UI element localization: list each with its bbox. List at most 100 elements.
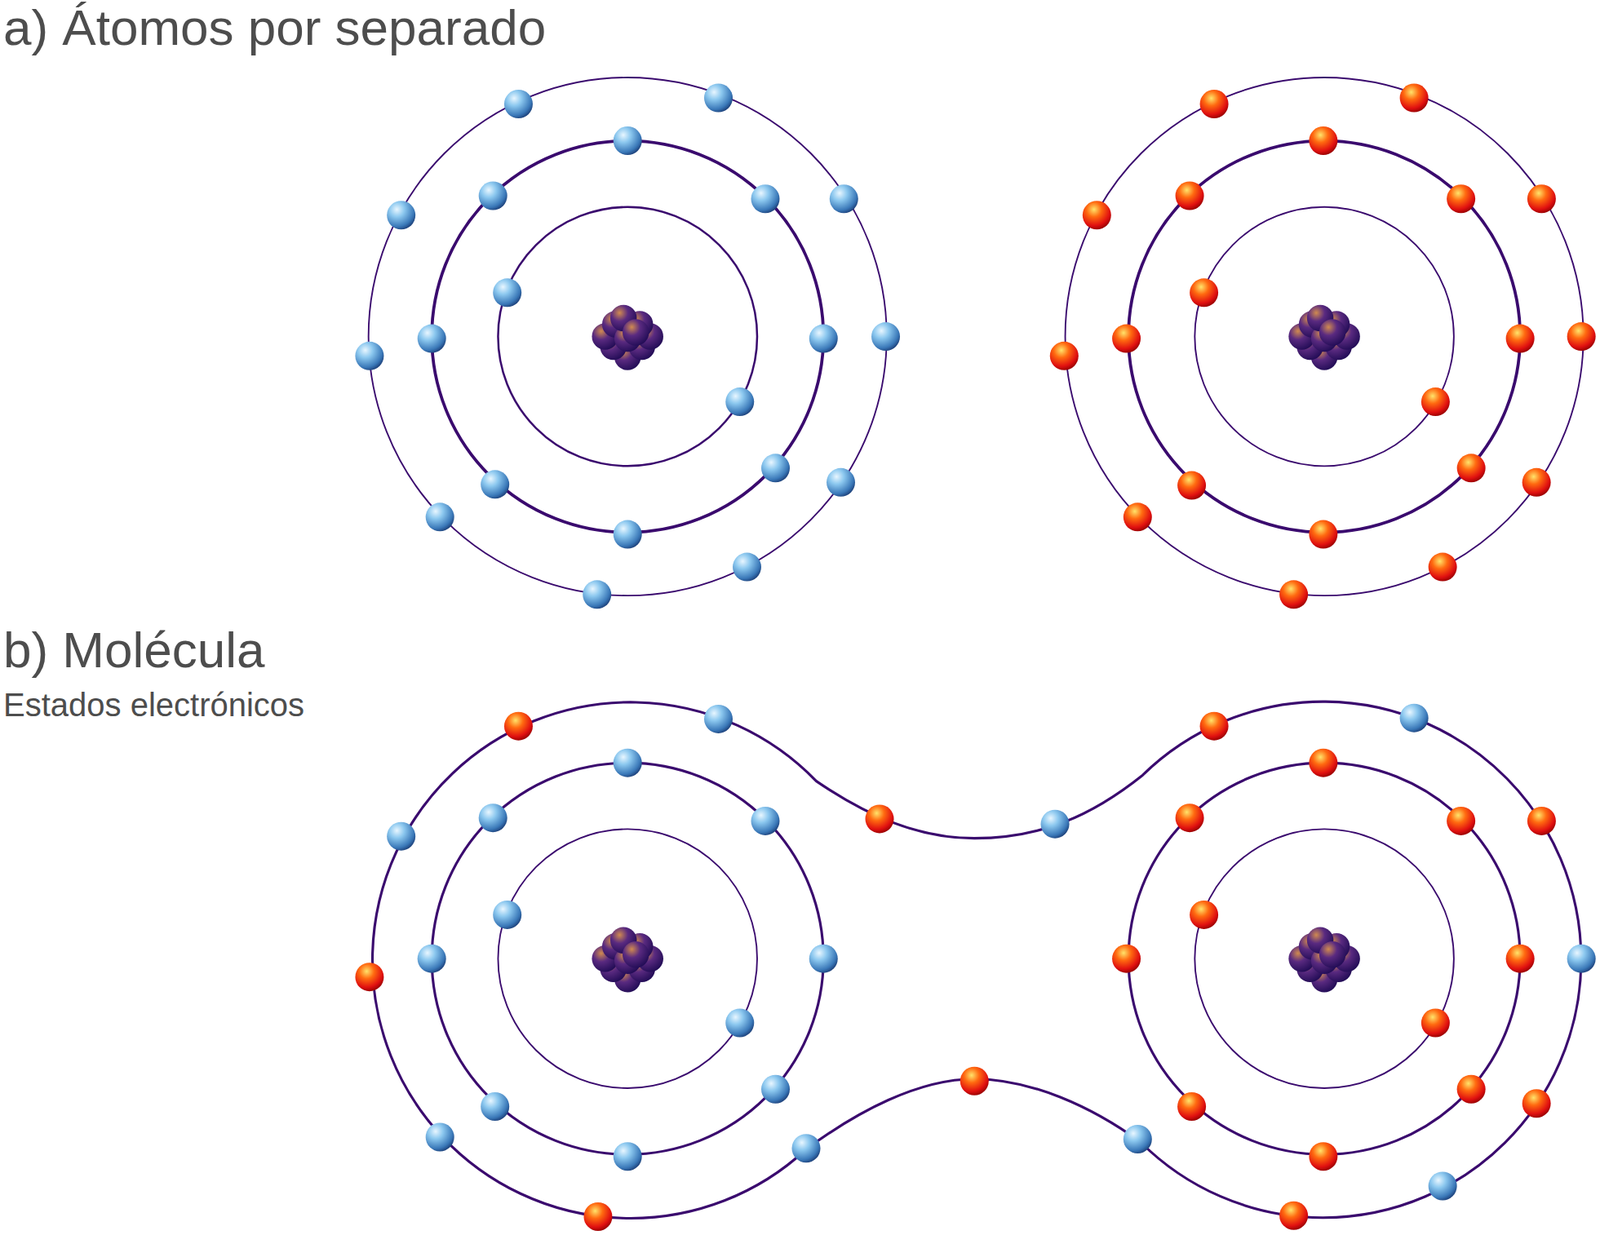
electron: [750, 184, 780, 213]
orbit: [431, 762, 824, 1155]
orbit: [1128, 141, 1521, 533]
electron: [417, 944, 447, 974]
electron: [1308, 520, 1338, 550]
electron: [1421, 1008, 1450, 1038]
nuclei: [591, 305, 1360, 993]
orbit: [431, 141, 824, 533]
electron: [613, 749, 643, 778]
electron: [354, 341, 384, 371]
orbit: [1194, 207, 1454, 467]
electron: [1421, 387, 1450, 417]
electron: [1308, 126, 1338, 156]
electron: [386, 822, 416, 851]
electron: [504, 89, 533, 119]
electron: [791, 1134, 820, 1163]
electron: [871, 322, 900, 351]
nucleon: [1319, 319, 1347, 346]
electron: [1082, 200, 1112, 230]
electron: [1527, 806, 1556, 836]
electron: [1522, 468, 1552, 497]
electron: [1400, 704, 1429, 733]
electron: [1050, 341, 1079, 371]
electron: [1506, 324, 1535, 354]
electron: [492, 900, 522, 930]
electron: [1567, 322, 1596, 351]
electron: [704, 84, 733, 113]
electron: [750, 806, 780, 836]
electron: [504, 712, 533, 741]
orbit: [1065, 77, 1584, 596]
electron: [478, 181, 508, 211]
electron: [1308, 749, 1338, 778]
electron: [1428, 553, 1458, 582]
electron: [613, 520, 643, 550]
electron: [865, 804, 895, 834]
electron: [704, 704, 733, 734]
section-heading: b) Molécula: [3, 622, 265, 679]
electron: [1457, 453, 1486, 483]
electron: [613, 126, 643, 156]
electron: [761, 453, 790, 483]
electron: [1189, 900, 1219, 930]
electron: [582, 580, 612, 609]
electrons: [354, 84, 1596, 1232]
electron: [1189, 278, 1219, 307]
electron: [1446, 806, 1476, 836]
electron: [725, 1008, 754, 1038]
electron: [1177, 1092, 1206, 1122]
nucleon: [622, 319, 650, 346]
electron: [478, 803, 508, 833]
electron: [492, 278, 522, 307]
electron: [425, 502, 455, 532]
electron: [761, 1075, 790, 1104]
section-heading: a) Átomos por separado: [3, 0, 546, 56]
nucleon: [1319, 941, 1347, 969]
electron: [1527, 184, 1556, 213]
subtitle: Estados electrónicos: [3, 686, 305, 723]
electron: [1123, 502, 1153, 532]
electron: [809, 324, 838, 354]
electron: [826, 468, 856, 497]
nucleon: [622, 941, 650, 969]
electron: [1446, 184, 1476, 213]
electron: [1123, 1125, 1153, 1154]
electron: [960, 1067, 989, 1096]
electron: [1200, 89, 1229, 119]
electron: [1200, 712, 1229, 741]
electron: [1041, 810, 1070, 839]
electron: [1308, 1142, 1338, 1171]
electron: [1428, 1171, 1458, 1201]
electron: [425, 1122, 455, 1152]
molecular-orbit: [372, 701, 1581, 1219]
electron: [829, 184, 859, 213]
electron: [1175, 803, 1205, 833]
electron: [1279, 580, 1308, 609]
electron: [1506, 944, 1535, 974]
orbit: [497, 207, 758, 467]
orbit: [1194, 828, 1454, 1089]
electron: [583, 1202, 612, 1232]
electron: [480, 469, 510, 499]
electron: [1112, 944, 1141, 974]
electron: [1400, 84, 1429, 113]
electron: [386, 200, 416, 230]
orbit-lines: [368, 77, 1584, 1219]
electron: [1175, 181, 1205, 211]
electron: [732, 553, 762, 582]
electron: [1177, 471, 1206, 501]
electron: [1457, 1075, 1486, 1104]
orbit: [497, 828, 758, 1089]
electron: [1279, 1201, 1308, 1231]
electron: [1522, 1089, 1552, 1118]
electron: [1112, 324, 1141, 354]
electron: [725, 387, 754, 417]
orbit: [368, 77, 887, 596]
electron: [354, 962, 384, 992]
electron: [417, 324, 447, 354]
electron: [1567, 944, 1596, 974]
orbit: [1128, 762, 1521, 1155]
electron: [613, 1142, 643, 1171]
electron: [480, 1092, 510, 1122]
electron: [809, 944, 838, 974]
